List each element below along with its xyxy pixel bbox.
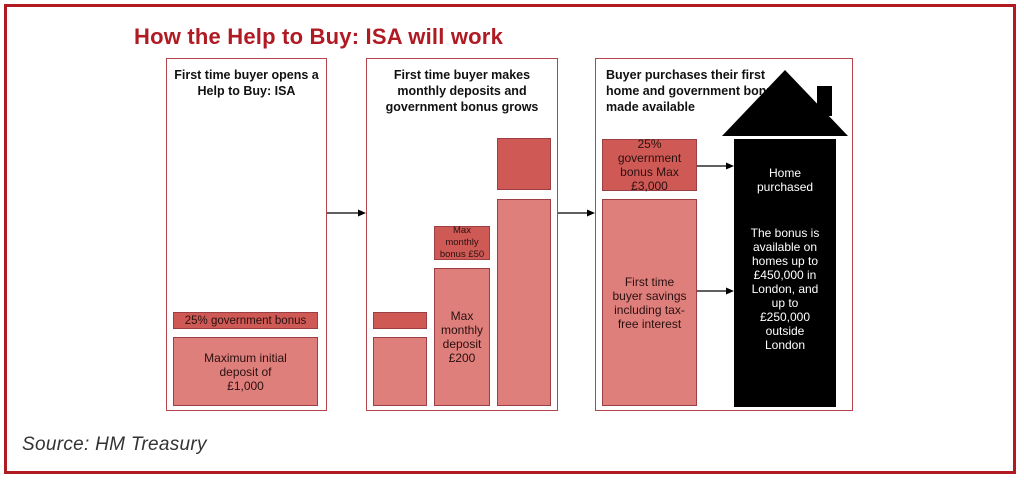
- arrow-panel2-to-panel3: [558, 209, 595, 217]
- initial-bonus-box: 25% government bonus: [173, 312, 318, 329]
- buyer-savings-box: First time buyer savings including tax-f…: [602, 199, 697, 406]
- house-chimney: [817, 86, 832, 116]
- arrow-panel1-to-panel2: [327, 209, 366, 217]
- home-purchased-label: Home purchased: [757, 166, 814, 194]
- arrow-bonus-to-home: [697, 162, 734, 170]
- diagram-title: How the Help to Buy: ISA will work: [134, 24, 504, 49]
- initial-deposit-box: Maximum initial deposit of £1,000: [173, 337, 318, 406]
- panel-home-purchase-heading: Buyer purchases their first home and gov…: [606, 68, 782, 114]
- government-bonus-box: 25% government bonus Max £3,000: [602, 137, 697, 193]
- max-monthly-deposit-box: Max monthly deposit £200: [434, 268, 490, 406]
- panel-monthly-deposits-heading: First time buyer makes monthly deposits …: [385, 68, 539, 114]
- deposit-large-box: [497, 199, 551, 406]
- deposit-small-box: [373, 337, 427, 406]
- bonus-small-box: [373, 312, 427, 329]
- house-roof: [722, 70, 848, 136]
- bonus-large-box: [497, 138, 551, 190]
- panel-open-isa-heading: First time buyer opens a Help to Buy: IS…: [174, 68, 319, 98]
- house-body: Home purchased The bonus is available on…: [734, 139, 836, 407]
- source-credit: Source: HM Treasury: [22, 434, 207, 455]
- arrow-savings-to-home: [697, 287, 734, 295]
- bonus-availability-text: The bonus is available on homes up to £4…: [750, 226, 820, 352]
- max-monthly-bonus-box: Max monthly bonus £50: [434, 225, 490, 260]
